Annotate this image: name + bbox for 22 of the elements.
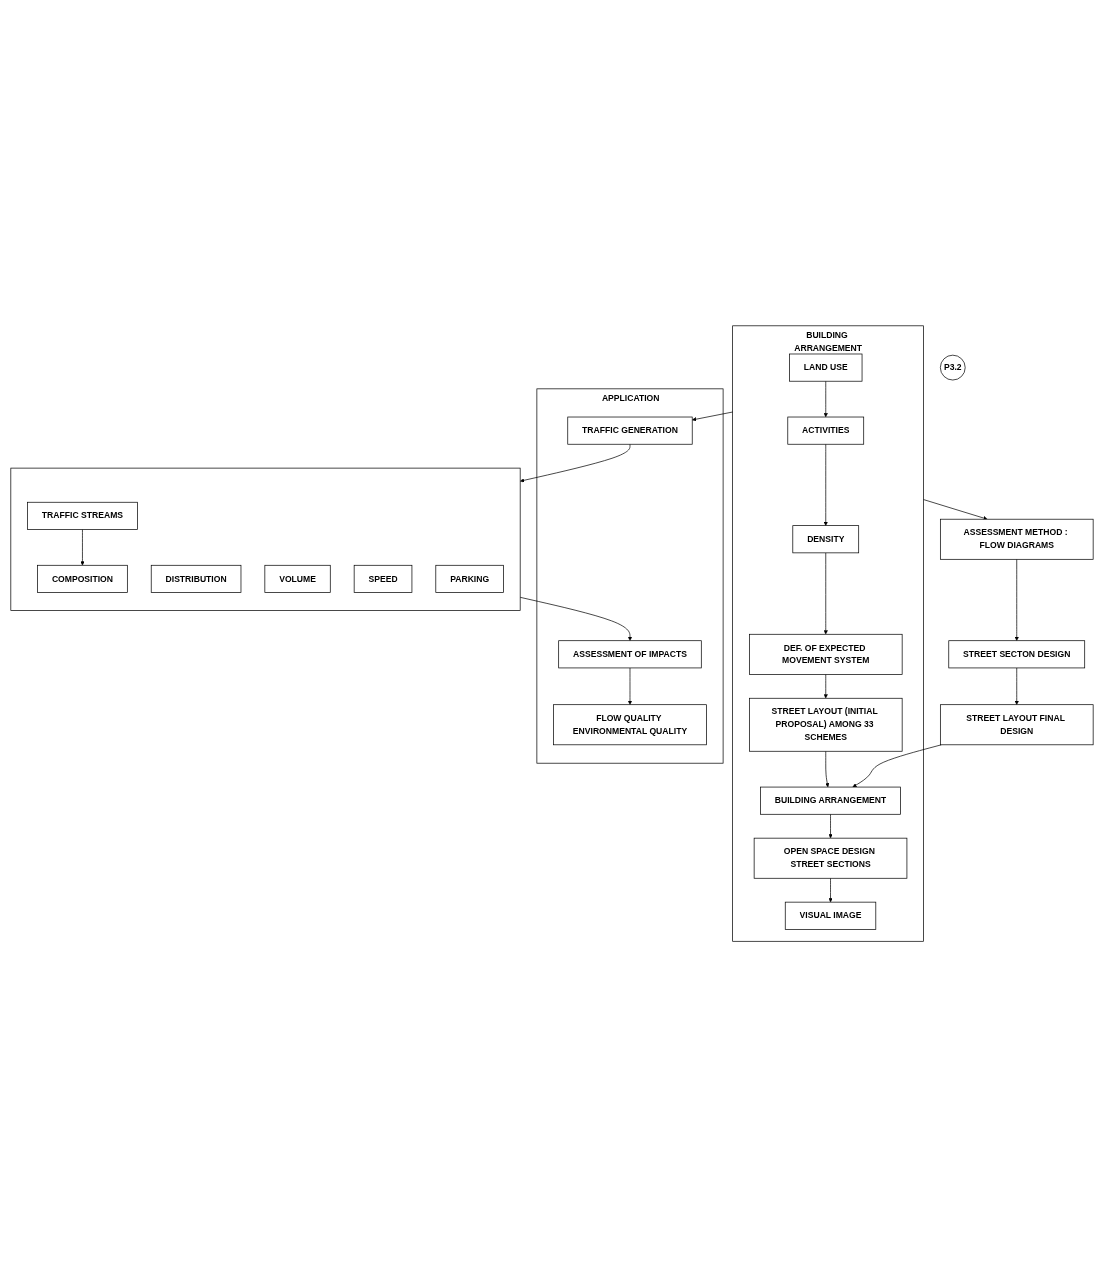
node-box: DENSITY (792, 525, 860, 554)
node-box: ACTIVITIES (787, 417, 865, 446)
node-box: DISTRIBUTION (150, 565, 242, 594)
node-box: LAND USE (789, 354, 863, 382)
node-box: FLOW QUALITY ENVIRONMENTAL QUALITY (553, 704, 707, 746)
node-box: STREET LAYOUT (INITIAL PROPOSAL) AMONG 33 SCHEMES (749, 698, 903, 753)
node-box: COMPOSITION (37, 565, 128, 594)
node-box: STREET LAYOUT FINAL DESIGN (940, 704, 1094, 746)
cluster (10, 468, 521, 612)
node-box: DEF. OF EXPECTED MOVEMENT SYSTEM (749, 634, 903, 676)
node-box: OPEN SPACE DESIGN STREET SECTIONS (753, 838, 908, 880)
node-circle: P3.2 (940, 355, 966, 381)
node-box: TRAFFIC STREAMS (27, 502, 138, 531)
node-box: PARKING (435, 565, 504, 594)
node-box: VISUAL IMAGE (784, 902, 877, 931)
node-box: BUILDING ARRANGEMENT (760, 787, 901, 816)
node-box: ASSESSMENT OF IMPACTS (558, 640, 702, 669)
node-box: TRAFFIC GENERATION (567, 417, 693, 446)
node-box: SPEED (353, 565, 413, 594)
node-box: VOLUME (264, 565, 331, 594)
node-box: ASSESSMENT METHOD : FLOW DIAGRAMS (940, 519, 1094, 561)
node-box: STREET SECTON DESIGN (948, 640, 1086, 669)
